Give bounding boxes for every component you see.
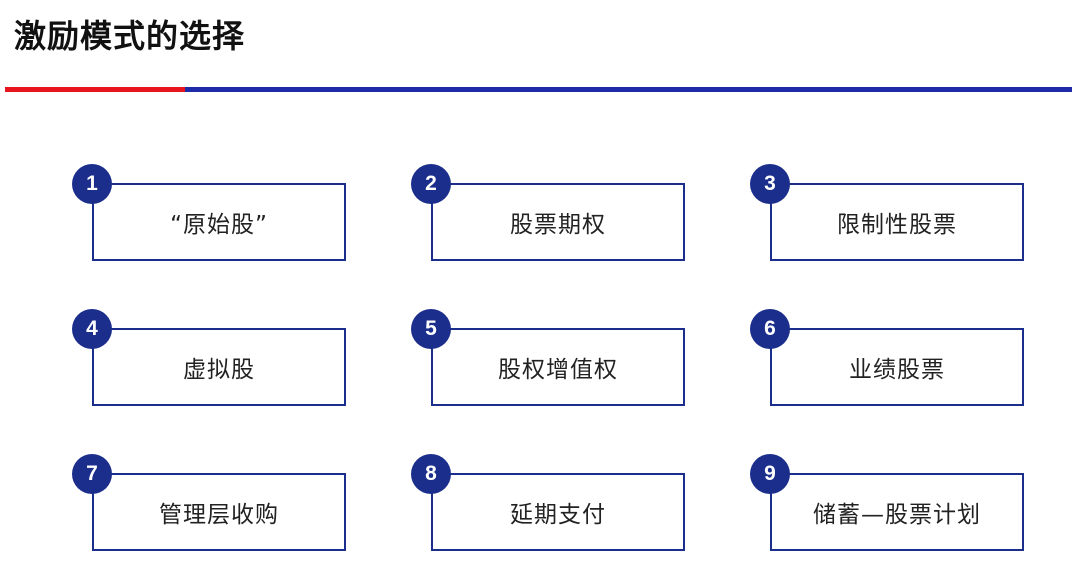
incentive-mode-box: 延期支付: [431, 473, 685, 551]
incentive-mode-card: 股票期权 2: [411, 164, 689, 264]
incentive-mode-box: 虚拟股: [92, 328, 346, 406]
number-badge: 8: [411, 454, 451, 494]
incentive-mode-label: 股票期权: [510, 212, 606, 238]
number-badge: 3: [750, 164, 790, 204]
incentive-mode-label: 虚拟股: [183, 357, 255, 383]
incentive-mode-label: 业绩股票: [849, 357, 945, 383]
incentive-mode-card: “原始股” 1: [72, 164, 350, 264]
incentive-mode-label: 延期支付: [510, 502, 606, 528]
incentive-mode-grid: “原始股” 1 股票期权 2 限制性股票 3 虚拟股 4 股权增值权 5 业绩股…: [72, 164, 1028, 554]
title-underline-blue: [185, 87, 1072, 92]
incentive-mode-card: 储蓄—股票计划 9: [750, 454, 1028, 554]
incentive-mode-box: “原始股”: [92, 183, 346, 261]
number-badge: 6: [750, 309, 790, 349]
incentive-mode-box: 限制性股票: [770, 183, 1024, 261]
incentive-mode-label: 储蓄—股票计划: [813, 502, 981, 528]
incentive-mode-box: 股票期权: [431, 183, 685, 261]
incentive-mode-label: “原始股”: [170, 212, 268, 238]
incentive-mode-label: 管理层收购: [159, 502, 279, 528]
number-badge: 5: [411, 309, 451, 349]
number-badge: 1: [72, 164, 112, 204]
incentive-mode-card: 限制性股票 3: [750, 164, 1028, 264]
number-badge: 2: [411, 164, 451, 204]
incentive-mode-card: 虚拟股 4: [72, 309, 350, 409]
incentive-mode-box: 管理层收购: [92, 473, 346, 551]
incentive-mode-card: 股权增值权 5: [411, 309, 689, 409]
incentive-mode-box: 业绩股票: [770, 328, 1024, 406]
incentive-mode-card: 管理层收购 7: [72, 454, 350, 554]
incentive-mode-box: 股权增值权: [431, 328, 685, 406]
incentive-mode-label: 限制性股票: [837, 212, 957, 238]
incentive-mode-label: 股权增值权: [498, 357, 618, 383]
page-title: 激励模式的选择: [14, 17, 246, 55]
incentive-mode-box: 储蓄—股票计划: [770, 473, 1024, 551]
number-badge: 9: [750, 454, 790, 494]
title-underline-red: [5, 87, 185, 92]
incentive-mode-card: 延期支付 8: [411, 454, 689, 554]
number-badge: 4: [72, 309, 112, 349]
number-badge: 7: [72, 454, 112, 494]
incentive-mode-card: 业绩股票 6: [750, 309, 1028, 409]
